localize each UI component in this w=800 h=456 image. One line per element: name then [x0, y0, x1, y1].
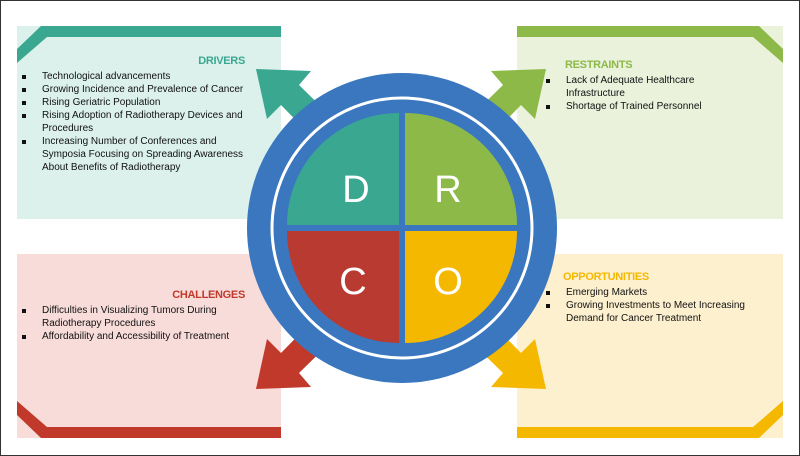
- list-item: Rising Geriatric Population: [17, 96, 245, 109]
- list-item: Growing Investments to Meet Increasing D…: [541, 299, 751, 325]
- list-item: Affordability and Accessibility of Treat…: [17, 330, 245, 343]
- list-item: Shortage of Trained Personnel: [541, 100, 751, 113]
- quadrant-c: [287, 231, 399, 343]
- quadrant-d: [287, 113, 399, 225]
- letter-r: R: [434, 169, 462, 211]
- quadrant-o: [405, 231, 517, 343]
- restraints-panel: [517, 26, 783, 219]
- opportunities-panel: [517, 254, 783, 438]
- drivers-panel: [17, 26, 281, 219]
- drivers-accent: [17, 26, 281, 63]
- drivers-title: DRIVERS: [198, 55, 245, 67]
- list-item: Increasing Number of Conferences and Sym…: [17, 135, 245, 174]
- list-item: Difficulties in Visualizing Tumors Durin…: [17, 304, 245, 330]
- outer-ring: [247, 73, 557, 383]
- drivers-section: DRIVERS Technological advancements Growi…: [17, 55, 245, 174]
- letter-d: D: [342, 169, 370, 211]
- opportunities-title: OPPORTUNITIES: [563, 271, 649, 283]
- list-item: Emerging Markets: [541, 286, 751, 299]
- challenges-title: CHALLENGES: [172, 289, 245, 301]
- list-item: Lack of Adequate Healthcare Infrastructu…: [541, 74, 751, 100]
- challenges-section: CHALLENGES Difficulties in Visualizing T…: [17, 289, 245, 343]
- quadrant-r: [405, 113, 517, 225]
- list-item: Growing Incidence and Prevalence of Canc…: [17, 83, 245, 96]
- challenges-accent: [17, 401, 281, 438]
- opportunities-section: OPPORTUNITIES Emerging Markets Growing I…: [541, 271, 751, 325]
- letter-c: C: [339, 261, 367, 303]
- restraints-section: RESTRAINTS Lack of Adequate Healthcare I…: [541, 59, 751, 113]
- inner-ring-line: [270, 96, 534, 360]
- list-item: Technological advancements: [17, 70, 245, 83]
- list-item: Rising Adoption of Radiotherapy Devices …: [17, 109, 245, 135]
- letter-o: O: [433, 261, 463, 303]
- restraints-accent: [517, 26, 783, 63]
- restraints-title: RESTRAINTS: [565, 59, 633, 71]
- challenges-panel: [17, 254, 281, 438]
- opportunities-accent: [517, 401, 783, 438]
